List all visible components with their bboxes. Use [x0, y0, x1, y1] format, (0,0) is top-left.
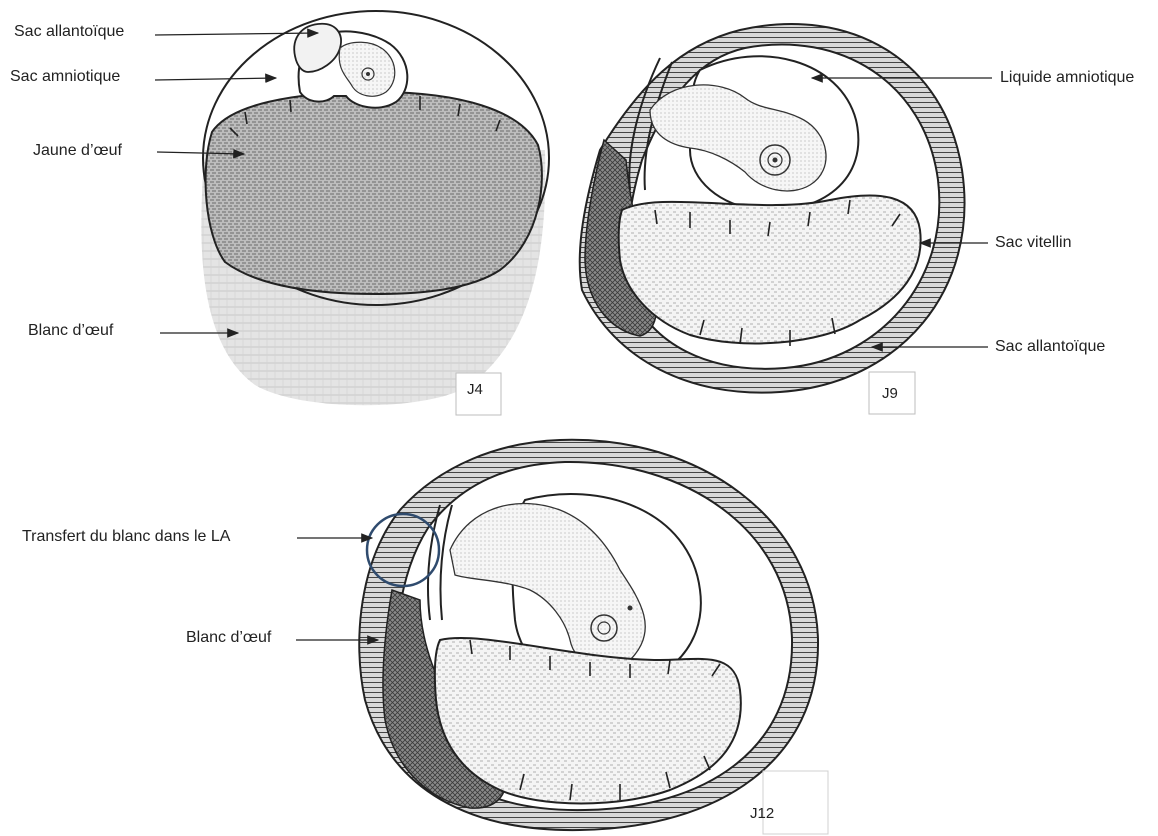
panel-j4: J4 Sac allantoïque Sac amniotique Jaune … [10, 11, 549, 415]
j4-label-yolk: Jaune d’œuf [33, 142, 122, 159]
j4-stage-tag: J4 [467, 381, 483, 398]
j12-label-egg-white: Blanc d’œuf [186, 629, 272, 646]
j9-stage-tag: J9 [882, 385, 898, 402]
j9-label-amniotic-fluid: Liquide amniotique [1000, 69, 1134, 86]
j4-label-allantoic-sac: Sac allantoïque [14, 23, 124, 40]
j4-label-egg-white: Blanc d’œuf [28, 322, 114, 339]
j4-label-amniotic-sac: Sac amniotique [10, 68, 120, 85]
panel-j12: J12 Transfert du blanc dans le LA Blanc … [22, 440, 828, 834]
j12-yolk-sac [435, 638, 741, 804]
j4-yolk [206, 92, 542, 294]
panel-j9: J9 Liquide amniotique Sac vitellin Sac a… [580, 24, 1135, 414]
j9-label-allantoic-sac: Sac allantoïque [995, 338, 1105, 355]
j12-stage-box [763, 771, 828, 834]
j12-stage-tag: J12 [750, 805, 774, 822]
j12-label-transfer: Transfert du blanc dans le LA [22, 528, 231, 545]
j9-label-yolk-sac: Sac vitellin [995, 234, 1071, 251]
